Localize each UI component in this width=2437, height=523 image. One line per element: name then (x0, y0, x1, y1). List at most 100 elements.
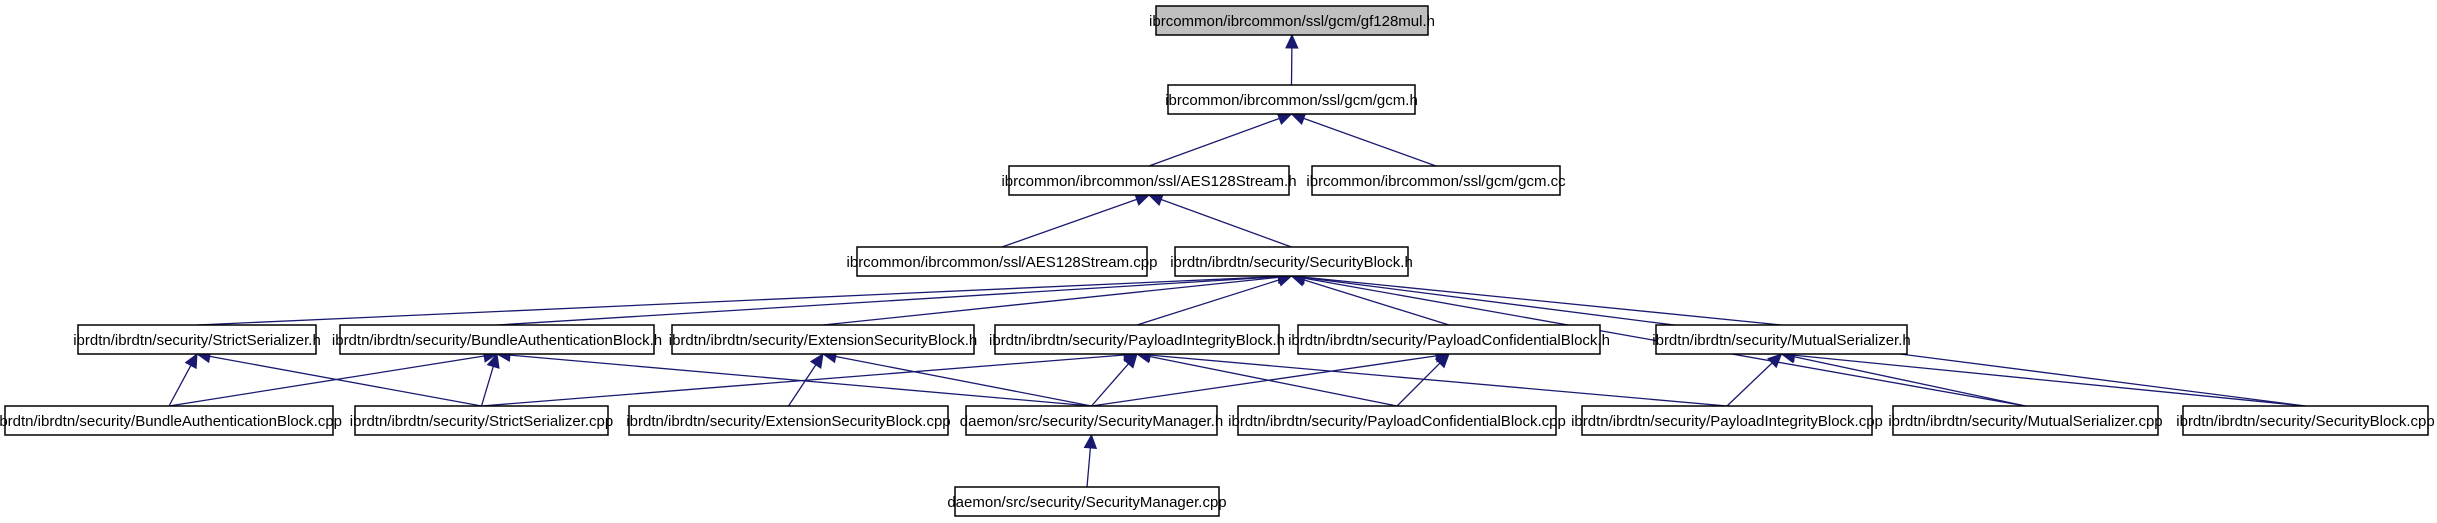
node-label: ibrcommon/ibrcommon/ssl/AES128Stream.h (1001, 173, 1296, 190)
edge-line (196, 275, 1279, 326)
edge-gcm-h-to-gf128mul-h (1285, 33, 1299, 86)
edge-line (1001, 198, 1137, 248)
edge-line (481, 354, 1125, 407)
edge-secmanager-h-to-extsec-h (821, 349, 1092, 407)
node-label: daemon/src/security/SecurityManager.cpp (947, 494, 1226, 511)
edge-arrowhead (1434, 353, 1450, 369)
node-strictserializer-h[interactable]: ibrdtn/ibrdtn/security/StrictSerializer.… (73, 324, 321, 355)
node-label: ibrdtn/ibrdtn/security/StrictSerializer.… (73, 332, 321, 349)
edge-line (787, 364, 817, 407)
node-box[interactable] (4, 405, 334, 436)
node-extsec-cpp[interactable]: ibrdtn/ibrdtn/security/ExtensionSecurity… (626, 405, 951, 436)
node-box[interactable] (1008, 165, 1290, 196)
node-payloadint-cpp[interactable]: ibrdtn/ibrdtn/security/PayloadIntegrityB… (1571, 405, 1883, 436)
edge-arrowhead (1083, 433, 1098, 450)
node-label: ibrdtn/ibrdtn/security/BundleAuthenticat… (332, 332, 662, 349)
node-box[interactable] (339, 324, 655, 355)
edge-line (1136, 279, 1280, 326)
edge-line (1303, 279, 1450, 326)
node-box[interactable] (1155, 5, 1429, 36)
node-payloadint-h[interactable]: ibrdtn/ibrdtn/security/PayloadIntegrityB… (989, 324, 1285, 355)
node-box[interactable] (994, 324, 1280, 355)
node-label: ibrdtn/ibrdtn/security/SecurityBlock.cpp (2176, 413, 2434, 430)
node-payloadconf-h[interactable]: ibrdtn/ibrdtn/security/PayloadConfidenti… (1288, 324, 1610, 355)
node-label: ibrdtn/ibrdtn/security/MutualSerializer.… (1888, 413, 2162, 430)
edge-secmanager-h-to-payloadint-h (1091, 353, 1138, 407)
node-aes128stream-cpp[interactable]: ibrcommon/ibrcommon/ssl/AES128Stream.cpp (847, 246, 1158, 277)
edge-bundleauth-h-to-securityblock-h (496, 270, 1293, 326)
node-box[interactable] (77, 324, 317, 355)
node-securityblock-cpp[interactable]: ibrdtn/ibrdtn/security/SecurityBlock.cpp (2176, 405, 2435, 436)
edge-gcm-cc-to-gcm-h (1290, 112, 1437, 167)
node-box[interactable] (1297, 324, 1601, 355)
edge-line (1794, 354, 2306, 407)
node-box[interactable] (628, 405, 949, 436)
edge-line (835, 355, 1092, 407)
node-label: ibrcommon/ibrcommon/ssl/AES128Stream.cpp (847, 254, 1158, 271)
node-box[interactable] (1581, 405, 1873, 436)
edge-line (168, 355, 485, 407)
edge-extsec-cpp-to-extsec-h (787, 353, 824, 407)
node-box[interactable] (1311, 165, 1561, 196)
node-label: ibrdtn/ibrdtn/security/PayloadConfidenti… (1288, 332, 1610, 349)
edge-securityblock-h-to-aes128stream-h (1147, 193, 1292, 248)
edge-strictserializer-cpp-to-strictserializer-h (195, 349, 482, 407)
edge-arrowhead (184, 352, 198, 370)
edge-payloadconf-cpp-to-payloadint-h (1135, 349, 1398, 407)
edge-line (168, 365, 192, 407)
node-box[interactable] (1655, 324, 1908, 355)
node-box[interactable] (671, 324, 975, 355)
node-bundleauth-h[interactable]: ibrdtn/ibrdtn/security/BundleAuthenticat… (332, 324, 662, 355)
edge-line (1091, 355, 1437, 407)
node-strictserializer-cpp[interactable]: ibrdtn/ibrdtn/security/StrictSerializer.… (350, 405, 613, 436)
node-label: ibrdtn/ibrdtn/security/SecurityBlock.h (1170, 254, 1413, 271)
node-extsec-h[interactable]: ibrdtn/ibrdtn/security/ExtensionSecurity… (669, 324, 977, 355)
edge-mutualser-cpp-to-mutualser-h (1780, 350, 2026, 407)
node-gf128mul-h[interactable]: ibrcommon/ibrcommon/ssl/gcm/gf128mul.h (1149, 5, 1435, 36)
node-box[interactable] (2182, 405, 2429, 436)
edge-payloadint-cpp-to-payloadint-h (1135, 348, 1728, 407)
edge-line (1148, 117, 1280, 167)
edge-aes128stream-h-to-gcm-h (1148, 112, 1293, 167)
edge-line (1149, 354, 1728, 407)
node-box[interactable] (965, 405, 1218, 436)
node-secmanager-cpp[interactable]: daemon/src/security/SecurityManager.cpp (947, 486, 1227, 517)
edge-line (1149, 355, 1398, 407)
node-box[interactable] (1237, 405, 1557, 436)
edge-line (480, 366, 494, 407)
node-label: ibrdtn/ibrdtn/security/PayloadConfidenti… (1228, 413, 1566, 430)
edge-line (822, 276, 1279, 326)
edge-line (1160, 198, 1292, 248)
node-box[interactable] (1167, 84, 1416, 115)
edge-line (1794, 356, 2026, 407)
edge-payloadconf-cpp-to-payloadconf-h (1396, 353, 1450, 407)
node-gcm-cc[interactable]: ibrcommon/ibrcommon/ssl/gcm/gcm.cc (1306, 165, 1566, 196)
node-bundleauth-cpp[interactable]: ibrdtn/ibrdtn/security/BundleAuthenticat… (0, 405, 342, 436)
node-box[interactable] (856, 246, 1148, 277)
node-securityblock-h[interactable]: ibrdtn/ibrdtn/security/SecurityBlock.h (1170, 246, 1413, 277)
node-box[interactable] (1174, 246, 1409, 277)
edge-line (1091, 363, 1129, 407)
node-gcm-h[interactable]: ibrcommon/ibrcommon/ssl/gcm/gcm.h (1165, 84, 1418, 115)
node-aes128stream-h[interactable]: ibrcommon/ibrcommon/ssl/AES128Stream.h (1001, 165, 1297, 196)
node-box[interactable] (1892, 405, 2159, 436)
node-label: ibrdtn/ibrdtn/security/MutualSerializer.… (1652, 332, 1910, 349)
nodes: ibrcommon/ibrcommon/ssl/gcm/gf128mul.h ib… (0, 5, 2435, 517)
edge-payloadint-cpp-to-mutualser-h (1726, 353, 1783, 407)
node-box[interactable] (354, 405, 609, 436)
edge-line (496, 276, 1279, 326)
node-payloadconf-cpp[interactable]: ibrdtn/ibrdtn/security/PayloadConfidenti… (1228, 405, 1566, 436)
node-label: ibrcommon/ibrcommon/ssl/gcm/gcm.h (1165, 92, 1418, 109)
edge-mutualser-h-to-securityblock-h (1290, 270, 1782, 326)
node-mutualser-h[interactable]: ibrdtn/ibrdtn/security/MutualSerializer.… (1652, 324, 1911, 355)
node-mutualser-cpp[interactable]: ibrdtn/ibrdtn/security/MutualSerializer.… (1888, 405, 2163, 436)
node-label: ibrdtn/ibrdtn/security/ExtensionSecurity… (626, 413, 950, 430)
edge-line (1086, 447, 1092, 488)
edge-line (1303, 117, 1437, 167)
node-label: ibrdtn/ibrdtn/security/PayloadIntegrityB… (1571, 413, 1883, 430)
edge-arrowhead (1767, 353, 1783, 369)
node-box[interactable] (954, 486, 1220, 517)
node-secmanager-h[interactable]: daemon/src/security/SecurityManager.h (960, 405, 1223, 436)
node-label: ibrcommon/ibrcommon/ssl/gcm/gf128mul.h (1149, 13, 1435, 30)
